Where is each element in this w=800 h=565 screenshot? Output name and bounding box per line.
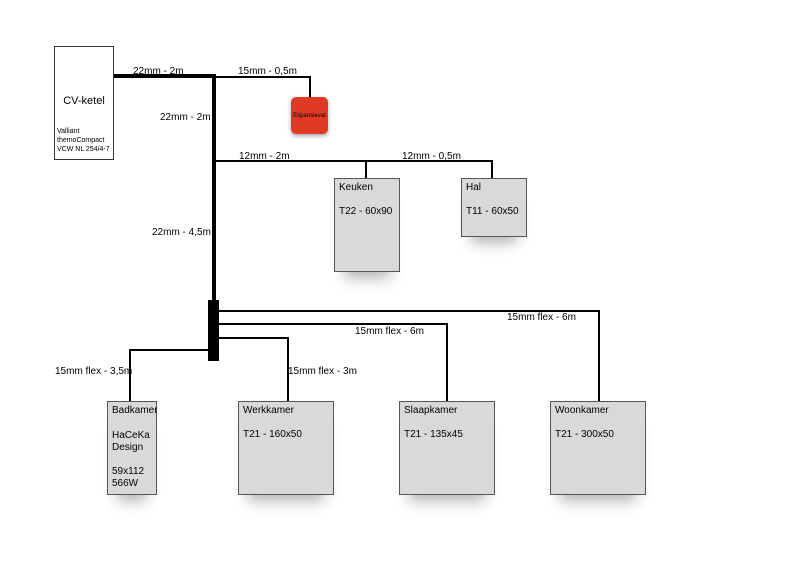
boiler-cv-ketel: CV-ketel Valliant themoCompact VCW NL 25… <box>54 46 114 160</box>
radiator-hal-name: Hal <box>466 182 482 193</box>
expansion-vessel-label: Expansievat <box>293 112 326 119</box>
label-main-top: 22mm - 2m <box>133 66 184 77</box>
manifold <box>208 300 219 361</box>
radiator-slaapkamer-name: Slaapkamer <box>404 405 458 416</box>
label-to-hal: 12mm - 0,5m <box>402 151 461 162</box>
pipe-to-woonkamer <box>219 310 600 401</box>
expansion-vessel: Expansievat <box>291 97 328 134</box>
radiator-woonkamer: Woonkamer T21 - 300x50 <box>550 401 646 495</box>
boiler-model: Valliant themoCompact VCW NL 254/4-7 <box>57 128 110 153</box>
pipe-to-hal <box>366 160 493 178</box>
radiator-slaapkamer: Slaapkamer T21 - 135x45 <box>399 401 495 495</box>
label-to-woonkamer: 15mm flex - 6m <box>507 312 576 323</box>
radiator-badkamer-name: Badkamer <box>112 405 158 416</box>
label-to-expansion: 15mm - 0,5m <box>238 66 297 77</box>
label-main-down-2: 22mm - 4,5m <box>152 227 211 238</box>
radiator-badkamer: Badkamer HaCeKa Design 59x112 566W <box>107 401 158 495</box>
label-main-down-1: 22mm - 2m <box>160 112 211 123</box>
pipe-to-badkamer <box>129 349 208 401</box>
radiator-woonkamer-name: Woonkamer <box>555 405 609 416</box>
radiator-keuken-spec: T22 - 60x90 <box>339 206 393 217</box>
label-to-werkkamer: 15mm flex - 3m <box>288 366 357 377</box>
radiator-werkkamer-spec: T21 - 160x50 <box>243 429 302 440</box>
radiator-woonkamer-spec: T21 - 300x50 <box>555 429 614 440</box>
pipe-to-expansion <box>214 76 311 97</box>
radiator-hal: Hal T11 - 60x50 <box>461 178 527 237</box>
pipe-to-slaapkamer <box>219 323 448 401</box>
label-to-badkamer: 15mm flex - 3,5m <box>55 366 133 377</box>
label-to-slaapkamer: 15mm flex - 6m <box>355 326 424 337</box>
radiator-keuken-name: Keuken <box>339 182 373 193</box>
label-to-keuken: 12mm - 2m <box>239 151 290 162</box>
pipe-to-werkkamer <box>219 337 289 401</box>
radiator-werkkamer: Werkkamer T21 - 160x50 <box>238 401 334 495</box>
boiler-title: CV-ketel <box>63 95 105 107</box>
radiator-slaapkamer-spec: T21 - 135x45 <box>404 429 463 440</box>
radiator-hal-spec: T11 - 60x50 <box>466 206 519 217</box>
radiator-keuken: Keuken T22 - 60x90 <box>334 178 400 272</box>
radiator-badkamer-spec: HaCeKa Design 59x112 566W <box>112 430 150 489</box>
pipe-to-keuken <box>214 160 367 178</box>
radiator-werkkamer-name: Werkkamer <box>243 405 294 416</box>
